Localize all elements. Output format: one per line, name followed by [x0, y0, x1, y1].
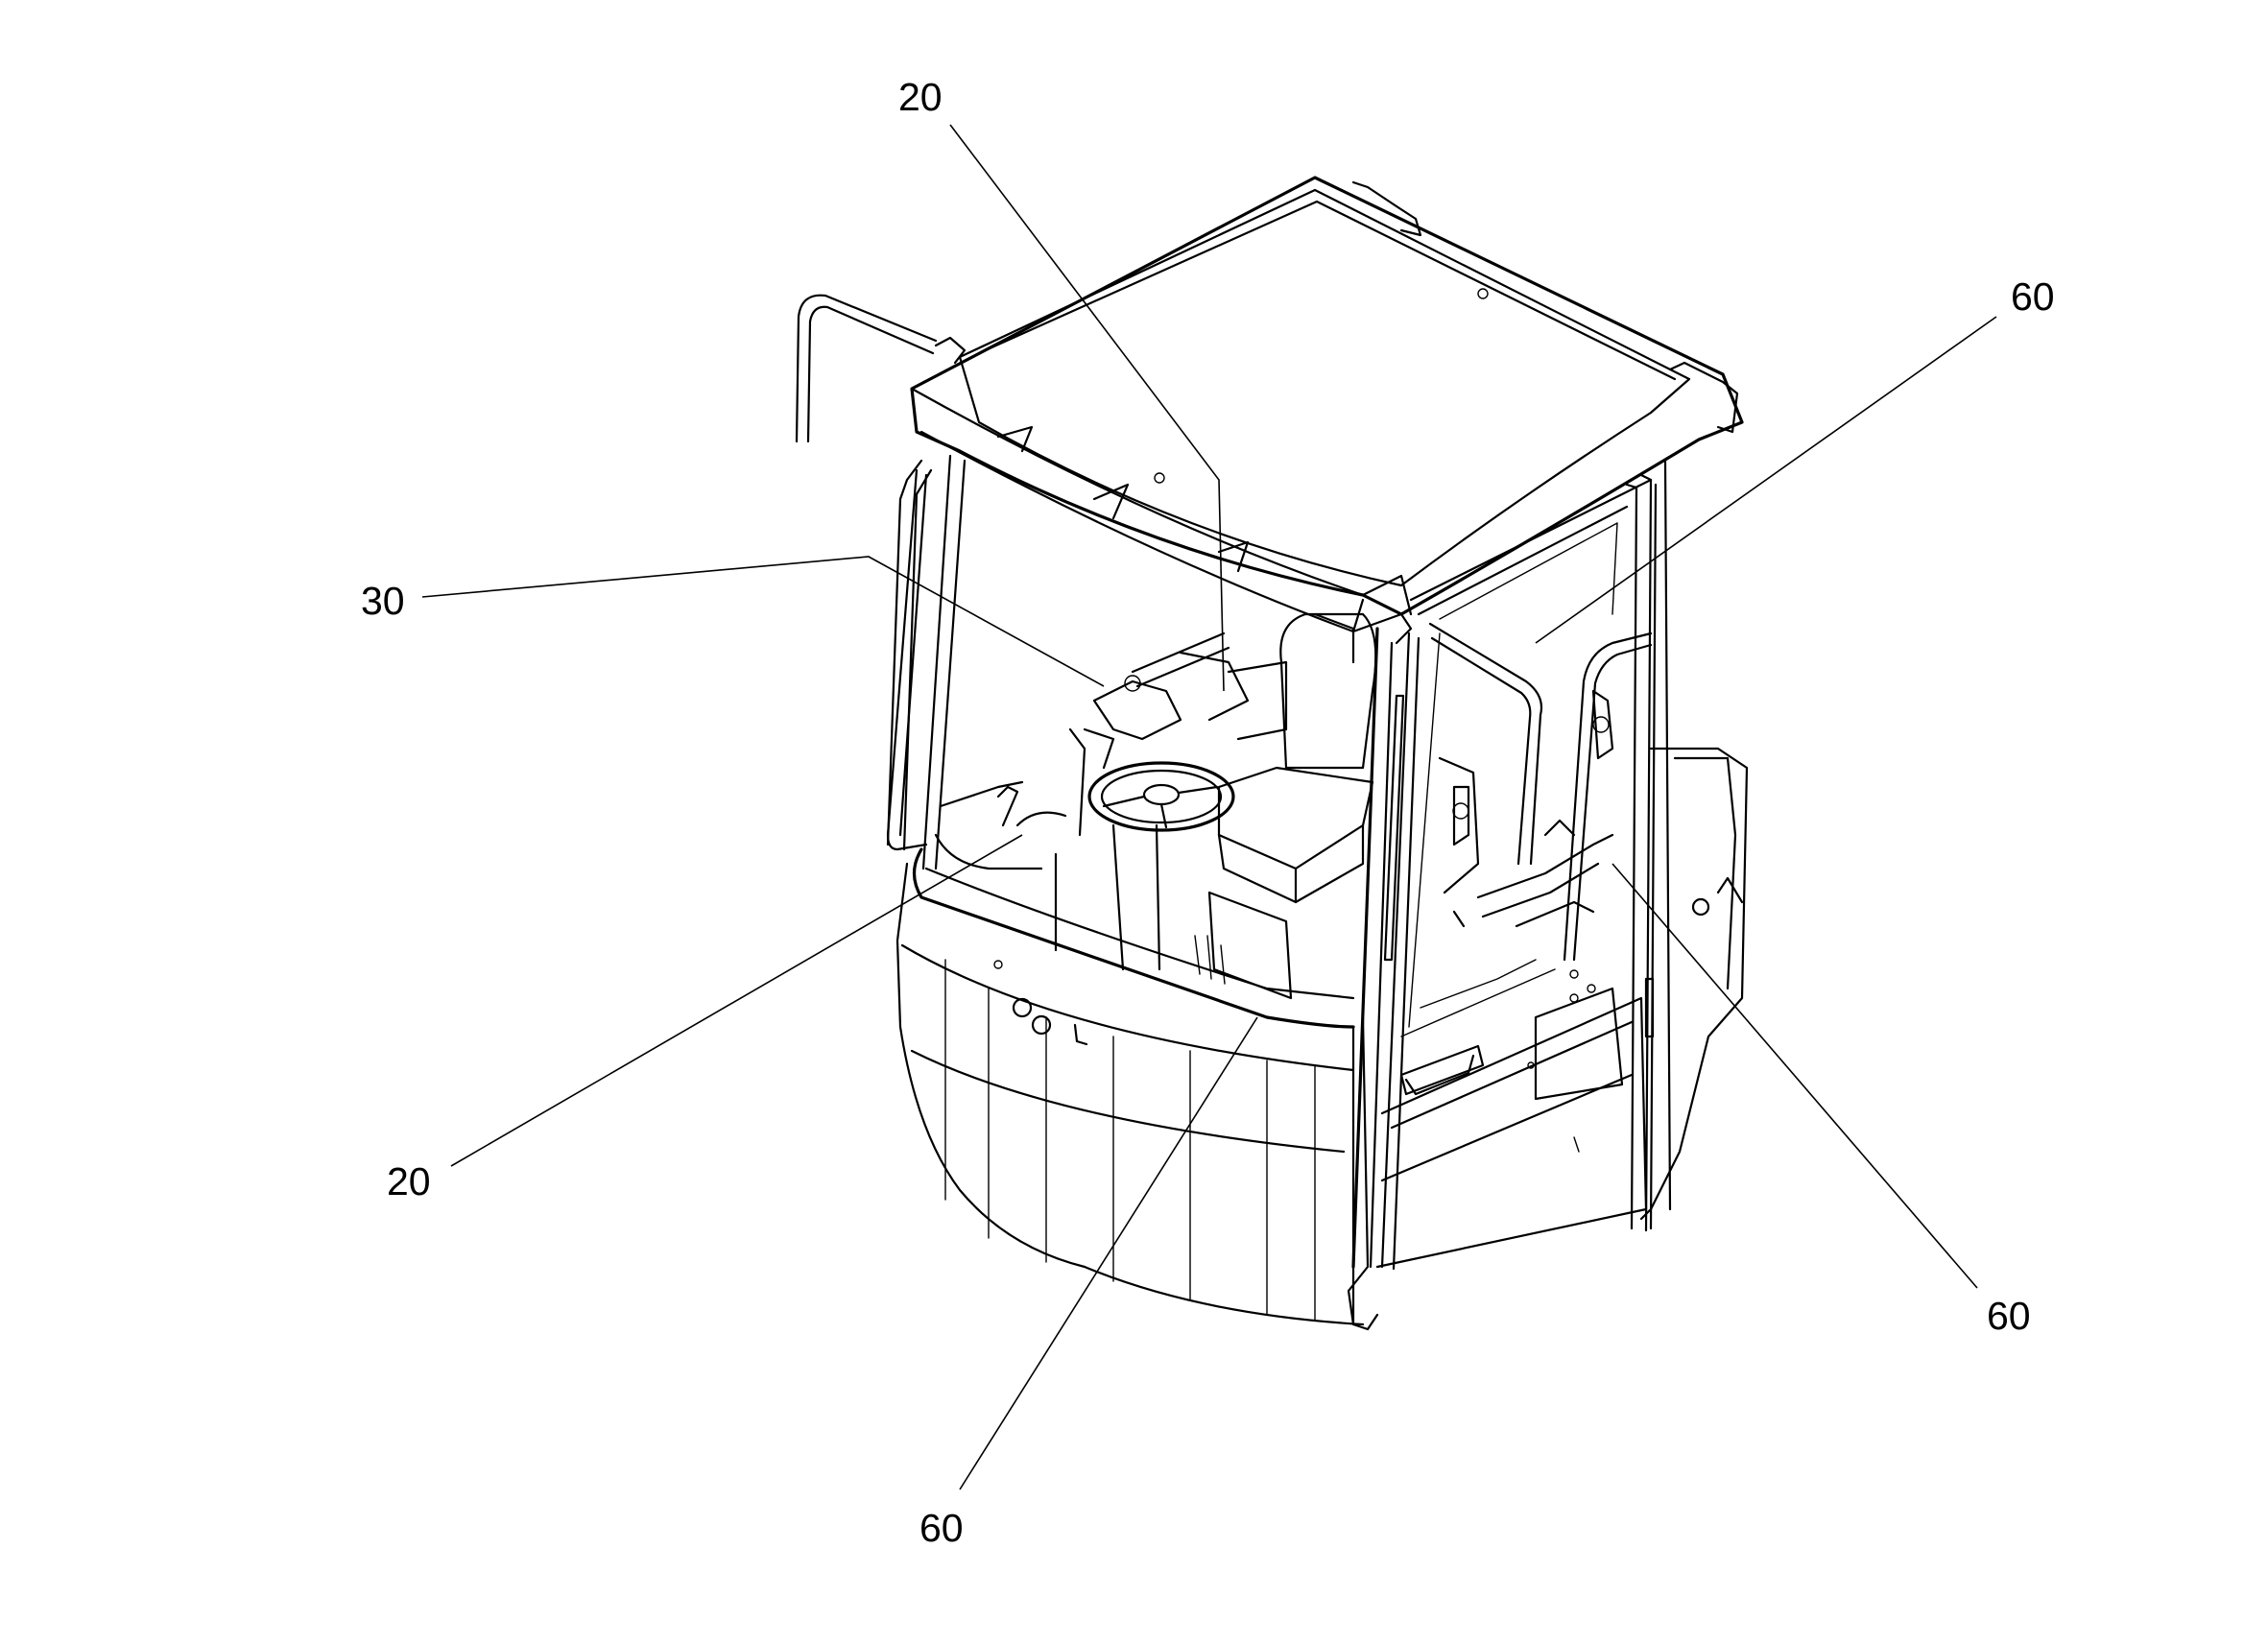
ref-numeral-60-bottom: 60 [919, 1506, 964, 1550]
ref-numeral-20-top: 20 [898, 75, 943, 119]
leader-20-lower-left [450, 834, 1023, 1167]
left-grab-handle [795, 294, 938, 443]
cab-roof [910, 176, 1744, 664]
cab-interior [934, 612, 1614, 1037]
ref-numeral-60-upper-right: 60 [2011, 274, 2055, 319]
leader-60-lower-right [1611, 863, 1978, 1289]
leader-60-upper-right [1535, 316, 1997, 644]
cab-lower-body [895, 747, 1749, 1331]
cab-frame [886, 454, 1672, 1271]
leader-lines [421, 124, 1997, 1490]
leader-60-bottom [959, 1016, 1258, 1490]
rear-grab-handle [1428, 622, 1653, 962]
ref-numeral-60-lower-right: 60 [1987, 1294, 2031, 1338]
ref-numeral-30: 30 [361, 579, 405, 623]
leader-30 [421, 556, 1105, 687]
ref-numeral-20-lower-left: 20 [387, 1159, 431, 1203]
leader-20-top [949, 124, 1225, 692]
